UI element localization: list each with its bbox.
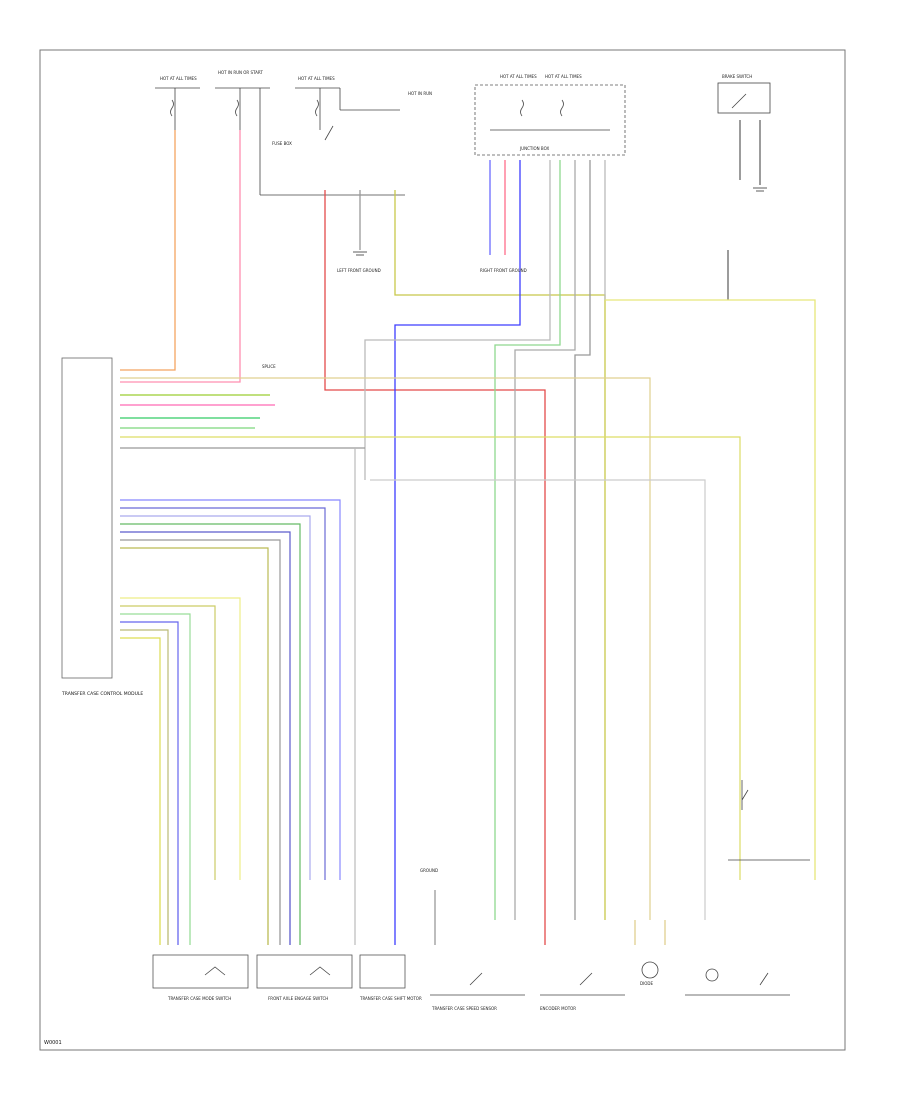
fuse-label-f: HOT AT ALL TIMES xyxy=(545,74,582,79)
tc-motor-label: TRANSFER CASE SHIFT MOTOR xyxy=(359,996,422,1001)
fuse-label-d: HOT IN RUN xyxy=(408,91,432,96)
front-axle-switch-box xyxy=(256,954,353,989)
right-ground-label: RIGHT FRONT GROUND xyxy=(480,268,527,273)
fuse-label-b: HOT IN RUN OR START xyxy=(218,70,263,75)
splice-label: SPLICE xyxy=(262,364,276,369)
brake-switch-box xyxy=(717,82,771,114)
diode-label: DIODE xyxy=(640,981,653,986)
fuse-label-e: HOT AT ALL TIMES xyxy=(500,74,537,79)
tcm-box xyxy=(61,357,113,679)
tc-motor-box xyxy=(359,954,406,989)
junction-fuses xyxy=(490,99,610,131)
fuse-box-left-label: FUSE BOX xyxy=(272,141,292,146)
brake-switch-label: BRAKE SWITCH xyxy=(722,74,752,79)
speed-sensor-label: TRANSFER CASE SPEED SENSOR xyxy=(431,1006,497,1011)
tcm-label: TRANSFER CASE CONTROL MODULE xyxy=(61,691,143,697)
tcm-wires xyxy=(120,377,741,945)
ground-bottom-label: GROUND xyxy=(420,868,438,873)
encoder-label: ENCODER MOTOR xyxy=(540,1006,576,1011)
reference-code: W0001 xyxy=(44,1040,62,1046)
bottom-switches xyxy=(204,780,810,996)
fuse-label-a: HOT AT ALL TIMES xyxy=(160,76,197,81)
diagram-border xyxy=(39,49,846,1051)
left-ground-label: LEFT FRONT GROUND xyxy=(337,268,381,273)
top-wires xyxy=(120,120,816,945)
bottom-stubs xyxy=(159,880,666,945)
junction-box-label: JUNCTION BOX xyxy=(519,146,549,151)
fuse-group-left xyxy=(155,87,405,196)
fuse-label-c: HOT AT ALL TIMES xyxy=(298,76,335,81)
junction-box xyxy=(474,84,626,156)
mode-switch-box xyxy=(152,954,249,989)
mode-switch-label: TRANSFER CASE MODE SWITCH xyxy=(167,996,231,1001)
front-axle-switch-label: FRONT AXLE ENGAGE SWITCH xyxy=(268,996,328,1001)
ground-symbols-top xyxy=(353,187,767,256)
